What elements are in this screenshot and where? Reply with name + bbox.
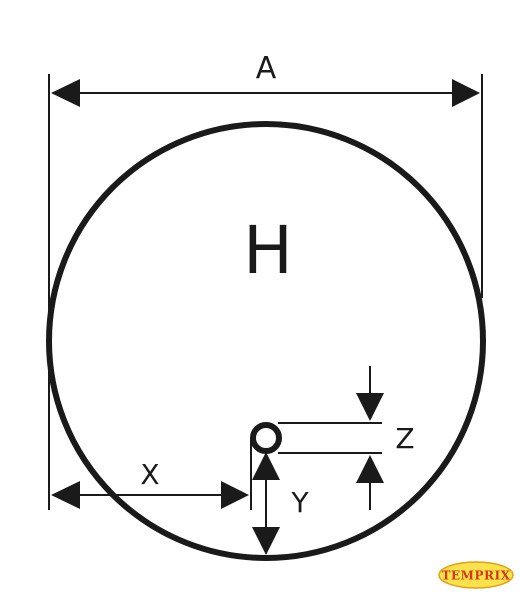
dimension-a-right-arrow (452, 79, 480, 107)
temprix-logo: TEMPRIX (438, 561, 514, 589)
label-z: Z (395, 422, 414, 455)
label-x: X (140, 458, 159, 491)
label-y: Y (290, 486, 309, 519)
dimension-a-left-arrow (51, 79, 80, 107)
logo-badge (438, 561, 514, 589)
dimension-x-left-arrow (51, 481, 80, 509)
dimension-y-top-arrow (252, 452, 280, 480)
dimension-z-bottom-arrow (356, 455, 384, 483)
hole-circle (250, 422, 282, 454)
dimension-x-right-arrow (221, 481, 249, 509)
dimension-z-top-arrow (356, 393, 384, 421)
label-h: H (243, 212, 293, 289)
label-a: A (256, 51, 277, 86)
dimension-y-bottom-arrow (252, 527, 280, 555)
logo-text: TEMPRIX (442, 569, 511, 583)
